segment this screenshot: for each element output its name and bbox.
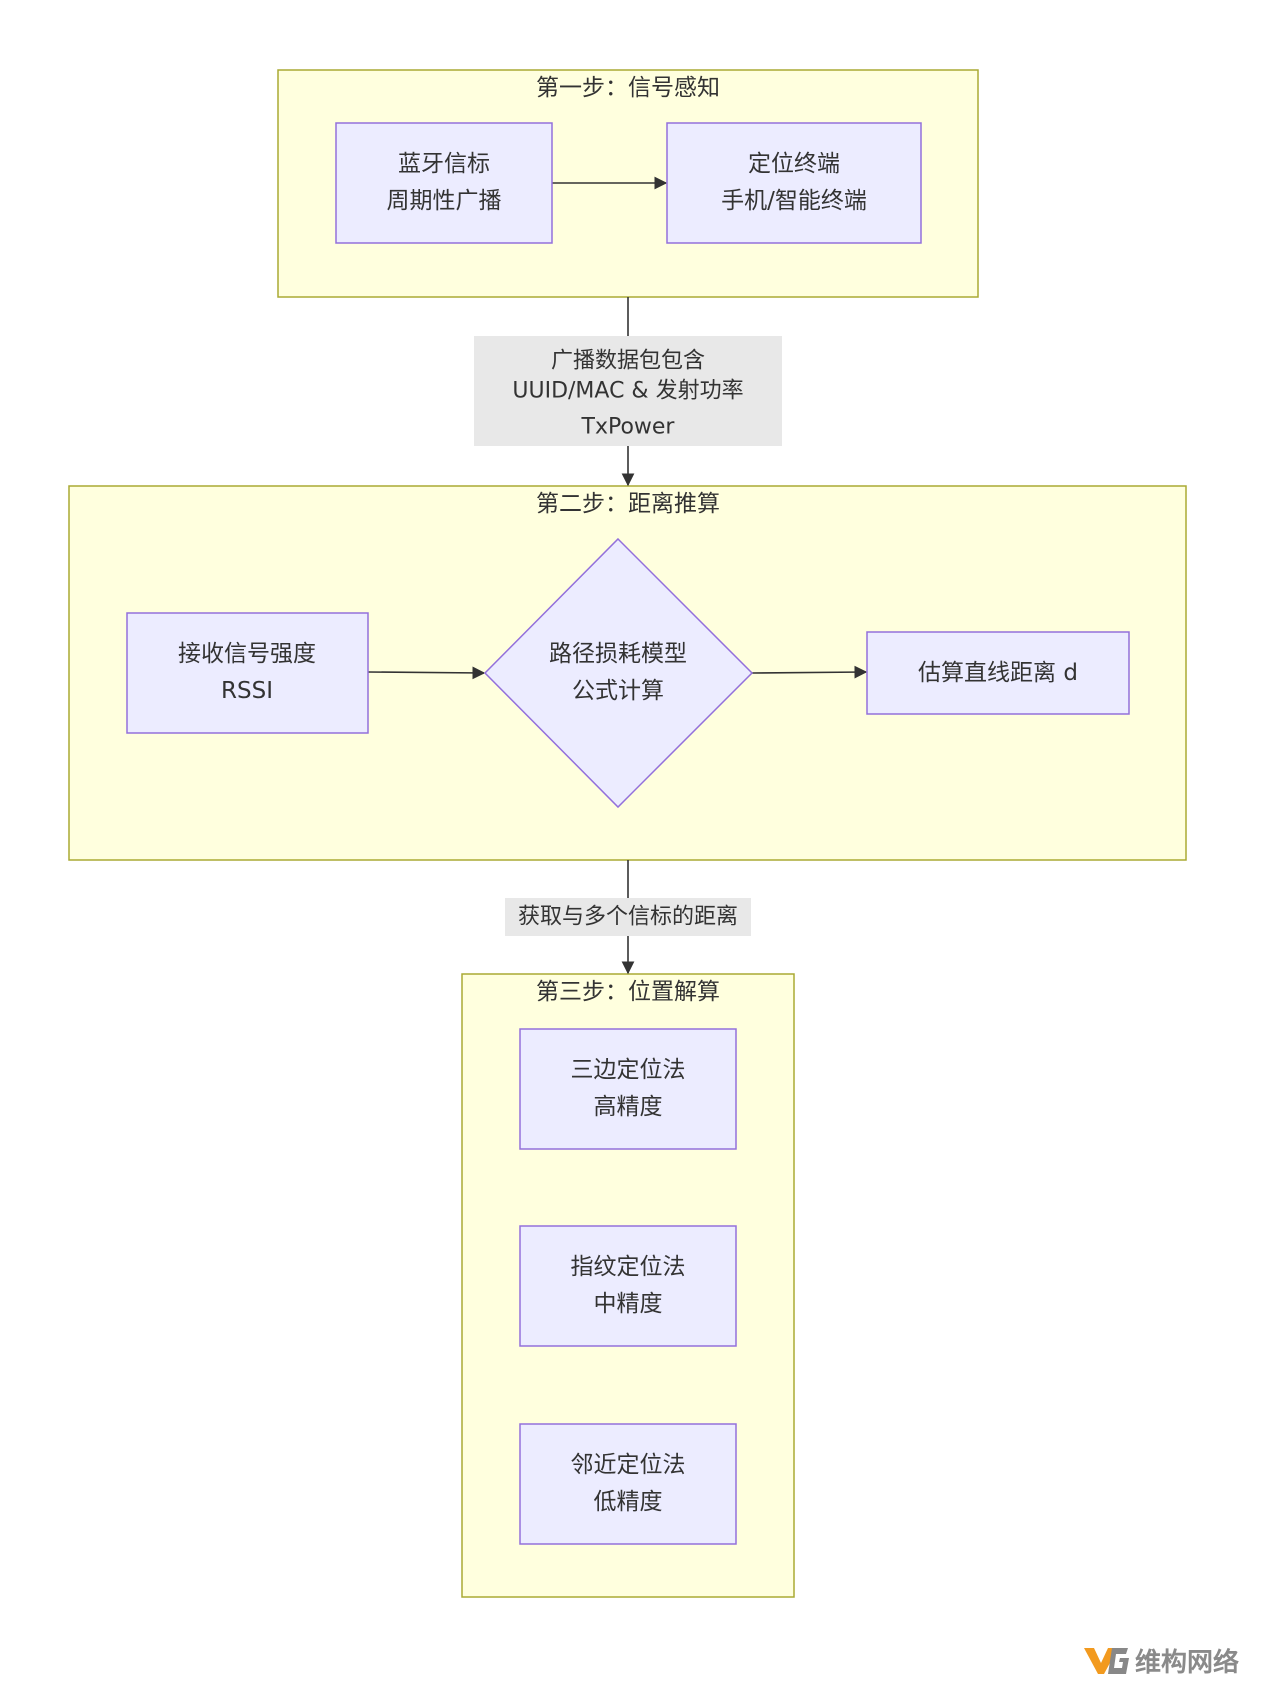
svg-text:估算直线距离 d: 估算直线距离 d: [918, 660, 1078, 686]
watermark: 维构网络: [1084, 1647, 1239, 1678]
svg-text:低精度: 低精度: [594, 1489, 663, 1515]
watermark-logo-icon: [1084, 1648, 1129, 1674]
svg-text:获取与多个信标的距离: 获取与多个信标的距离: [518, 905, 738, 930]
svg-text:三边定位法: 三边定位法: [571, 1057, 686, 1083]
svg-text:广播数据包包含: 广播数据包包含: [551, 349, 705, 374]
node-path-loss-model: 路径损耗模型 公式计算: [483, 537, 754, 809]
node-bluetooth-beacon: 蓝牙信标 周期性广播: [335, 122, 553, 244]
svg-text:路径损耗模型: 路径损耗模型: [549, 641, 687, 667]
svg-text:TxPower: TxPower: [581, 415, 676, 440]
svg-text:指纹定位法: 指纹定位法: [571, 1254, 686, 1280]
cluster-title-step2: 第二步：距离推算: [536, 491, 720, 517]
node-rssi: 接收信号强度 RSSI: [126, 612, 369, 734]
cluster-title-step3: 第三步：位置解算: [536, 979, 720, 1005]
edge-label-packet: 广播数据包包含 UUID/MAC & 发射功率 TxPower: [474, 336, 782, 446]
svg-text:接收信号强度: 接收信号强度: [178, 641, 316, 667]
cluster-title-step1: 第一步：信号感知: [536, 75, 720, 101]
edge-model-to-distance: [751, 665, 868, 679]
node-trilateration: 三边定位法 高精度: [519, 1028, 737, 1150]
node-positioning-terminal: 定位终端 手机/智能终端: [666, 122, 922, 244]
svg-text:邻近定位法: 邻近定位法: [571, 1452, 686, 1478]
svg-text:定位终端: 定位终端: [748, 151, 840, 177]
svg-text:中精度: 中精度: [594, 1291, 663, 1317]
svg-text:RSSI: RSSI: [221, 678, 273, 704]
node-fingerprint: 指纹定位法 中精度: [519, 1225, 737, 1347]
node-estimated-distance: 估算直线距离 d: [866, 631, 1130, 715]
svg-text:高精度: 高精度: [594, 1094, 663, 1120]
node-proximity: 邻近定位法 低精度: [519, 1423, 737, 1545]
svg-text:手机/智能终端: 手机/智能终端: [721, 188, 867, 214]
svg-text:蓝牙信标: 蓝牙信标: [398, 151, 490, 177]
svg-text:公式计算: 公式计算: [572, 678, 664, 704]
watermark-text: 维构网络: [1135, 1647, 1239, 1678]
edge-label-multi-distance: 获取与多个信标的距离: [505, 898, 751, 936]
svg-text:UUID/MAC & 发射功率: UUID/MAC & 发射功率: [512, 379, 743, 404]
edge-rssi-to-model: [367, 666, 486, 680]
svg-text:周期性广播: 周期性广播: [387, 188, 502, 214]
